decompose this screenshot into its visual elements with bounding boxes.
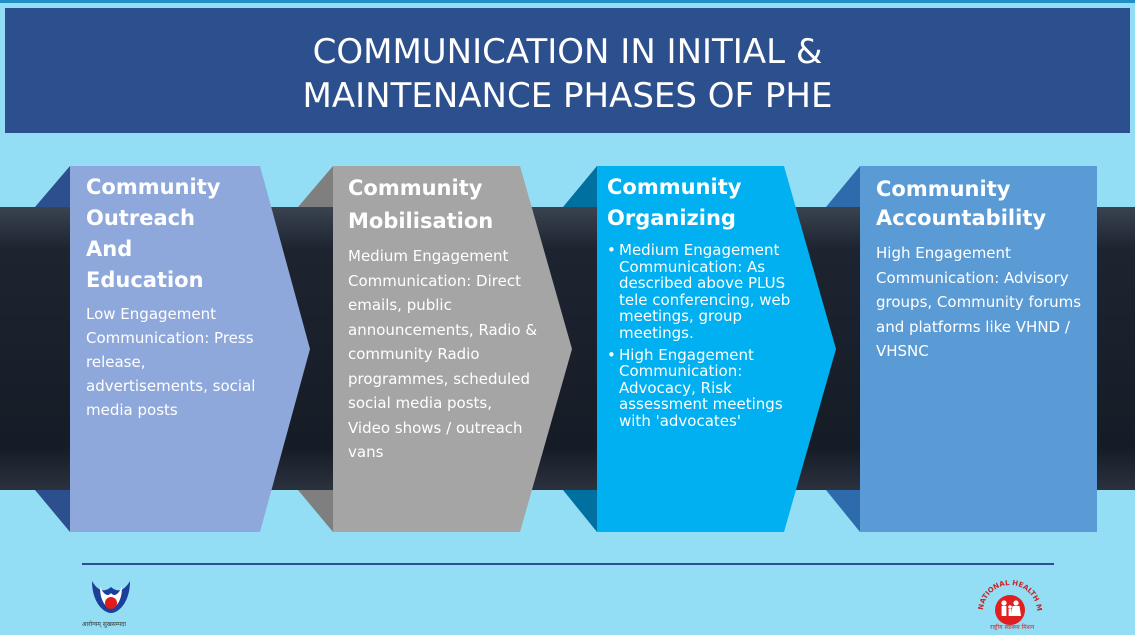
stage4-fold-bottom	[826, 490, 860, 532]
stage4-text: Community Accountability High Engagement…	[876, 175, 1091, 364]
bullet-dot-icon: •	[607, 241, 616, 259]
stage3-title-line: Community	[607, 175, 742, 199]
stage2-body: Medium Engagement Communication: Direct …	[348, 247, 538, 461]
stage1-arrow	[70, 166, 310, 532]
page-title: COMMUNICATION IN INITIAL & MAINTENANCE P…	[5, 30, 1130, 118]
stage1-text: Community Outreach And Education Low Eng…	[86, 172, 261, 422]
header-bar: COMMUNICATION IN INITIAL & MAINTENANCE P…	[5, 8, 1130, 133]
left-logo-caption: आरोग्यम् सुखसम्पदा	[82, 621, 126, 628]
bullet-dot-icon: •	[607, 345, 616, 364]
stage4-title: Community Accountability	[876, 175, 1091, 233]
stage1-title-line: Outreach	[86, 206, 196, 230]
stage2-text: Community Mobilisation Medium Engagement…	[348, 172, 538, 465]
stage3-bullet-text: Medium Engagement Communication: As desc…	[619, 241, 791, 342]
stage3-bullet-1: • Medium Engagement Communication: As de…	[607, 242, 807, 342]
stage2-title-line: Mobilisation	[348, 209, 494, 233]
stage1-title-line: Community	[86, 175, 221, 199]
stage1-fold-top	[35, 166, 70, 207]
stage3-arrow	[597, 166, 836, 532]
footer-divider	[82, 563, 1054, 565]
stage4-fold-top	[826, 166, 860, 207]
stage4-title-line: Accountability	[876, 206, 1047, 230]
stage1-title-line: Education	[86, 268, 204, 292]
stage3-fold-top	[563, 166, 597, 207]
stage2-title-line: Community	[348, 176, 483, 200]
stage1-title-line: And	[86, 237, 133, 261]
stage3-text: Community Organizing • Medium Engagement…	[607, 172, 807, 430]
stage4-title-line: Community	[876, 177, 1011, 201]
stage2-fold-bottom	[298, 490, 333, 532]
top-accent-line	[0, 0, 1135, 3]
right-logo-caption: राष्ट्रीय स्वास्थ्य मिशन	[990, 624, 1035, 631]
stage2-fold-top	[298, 166, 333, 207]
nhm-logo: NATIONAL HEALTH MISSION	[972, 566, 1045, 627]
stage4-box	[860, 166, 1097, 532]
stage3-fold-bottom	[563, 490, 597, 532]
stage2-arrow	[333, 166, 572, 532]
stage1-body: Low Engagement Communication: Press rele…	[86, 305, 256, 419]
stage2-title: Community Mobilisation	[348, 172, 538, 238]
stage1-fold-bottom	[35, 490, 70, 532]
stage4-body: High Engagement Communication: Advisory …	[876, 244, 1082, 360]
title-line-2: MAINTENANCE PHASES OF PHE	[302, 76, 833, 116]
nhm-logo-icon: NATIONAL HEALTH MISSION	[972, 566, 1043, 625]
stage1-title: Community Outreach And Education	[86, 172, 261, 296]
health-ministry-logo	[86, 575, 136, 620]
stage3-title-line: Organizing	[607, 206, 736, 230]
title-line-1: COMMUNICATION IN INITIAL &	[312, 32, 823, 72]
stage3-bullet-2: • High Engagement Communication: Advocac…	[607, 345, 807, 430]
lotus-logo-icon	[92, 581, 130, 613]
stage3-bullet-text: High Engagement Communication: Advocacy,…	[619, 345, 783, 430]
stage3-title: Community Organizing	[607, 172, 807, 234]
